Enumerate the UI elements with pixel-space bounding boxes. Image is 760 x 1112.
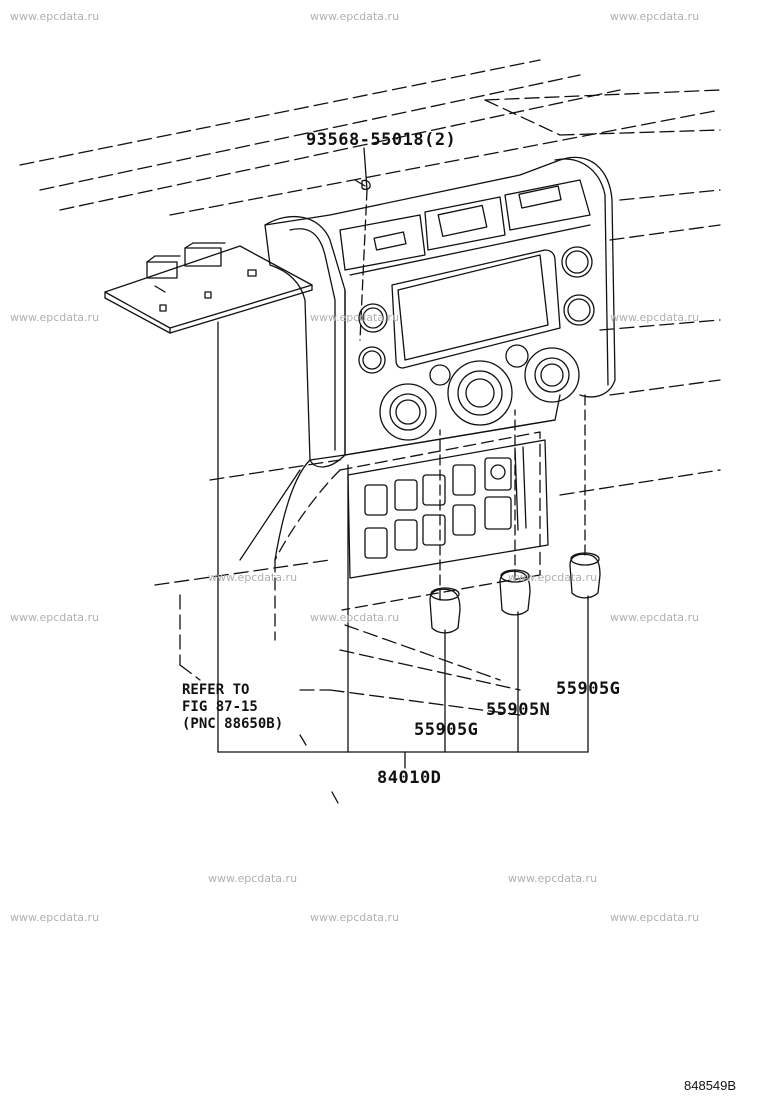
watermark-text: www.epcdata.ru (10, 611, 100, 624)
reference-note: REFER TO FIG 87-15 (PNC 88650B) (182, 682, 283, 733)
screw-part (355, 180, 370, 189)
bracket-plate (105, 243, 312, 333)
watermark-text: www.epcdata.ru (208, 872, 298, 885)
watermark-text: www.epcdata.ru (310, 311, 400, 324)
watermark-text: www.epcdata.ru (10, 10, 100, 23)
panel-buttons (359, 247, 594, 385)
display-screen (392, 250, 560, 368)
control-dials (380, 348, 579, 440)
watermark-text: www.epcdata.ru (208, 571, 298, 584)
watermark-text: www.epcdata.ru (610, 911, 700, 924)
leader-lines (218, 148, 588, 803)
callout-knob-left: 55905G (414, 720, 479, 740)
figure-id: 848549B (684, 1078, 737, 1093)
watermark-text: www.epcdata.ru (508, 872, 598, 885)
watermark-text: www.epcdata.ru (310, 911, 400, 924)
reference-note-line: REFER TO (182, 682, 250, 698)
watermark-text: www.epcdata.ru (610, 611, 700, 624)
callout-knob-right: 55905G (556, 679, 621, 699)
reference-note-line: FIG 87-15 (182, 699, 258, 715)
dashboard-outline (20, 60, 720, 715)
panel-frame (240, 157, 615, 640)
top-vents (340, 180, 590, 275)
knob-left-part (430, 588, 460, 633)
switch-panel (340, 432, 548, 610)
watermark-text: www.epcdata.ru (310, 611, 400, 624)
watermark-text: www.epcdata.ru (10, 911, 100, 924)
callout-screw: 93568-55018(2) (306, 130, 457, 150)
watermark-text: www.epcdata.ru (310, 10, 400, 23)
watermark-text: www.epcdata.ru (10, 311, 100, 324)
watermark-text: www.epcdata.ru (610, 10, 700, 23)
callout-assembly: 84010D (377, 768, 442, 788)
reference-note-line: (PNC 88650B) (182, 716, 284, 732)
watermark-text: www.epcdata.ru (508, 571, 598, 584)
callout-knob-middle: 55905N (486, 700, 551, 720)
watermark-text: www.epcdata.ru (610, 311, 700, 324)
